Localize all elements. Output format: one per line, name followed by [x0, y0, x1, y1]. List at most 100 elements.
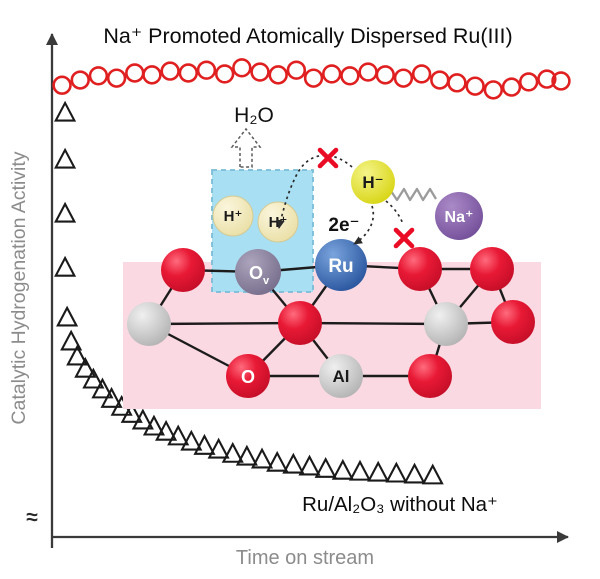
data-point: [430, 70, 450, 90]
data-point: [54, 201, 77, 223]
alumina-lattice-atoms: O Al Ov Ru: [127, 239, 535, 398]
data-point: [340, 66, 360, 86]
data-point: [250, 447, 274, 469]
data-point: [403, 462, 426, 484]
oxygen-atom: [161, 248, 205, 292]
sodium-label: Na⁺: [445, 209, 474, 226]
data-point: [66, 344, 89, 366]
data-point: [88, 66, 109, 86]
data-point: [167, 424, 190, 446]
h2o-label: H₂O: [234, 104, 274, 127]
data-point: [235, 444, 258, 466]
data-point: [74, 356, 97, 378]
data-point: [178, 63, 199, 83]
proton-2-label: H⁺: [269, 214, 288, 231]
aluminum-atom: [424, 302, 468, 346]
data-point: [375, 65, 395, 85]
series-layer: [52, 58, 571, 485]
data-point: [551, 71, 571, 91]
oxygen-atom: [470, 247, 514, 291]
hydride-label: H⁻: [362, 173, 383, 192]
aluminum-atom: [127, 302, 171, 346]
data-point: [142, 65, 162, 85]
data-point: [100, 386, 123, 408]
oxygen-atom: [491, 300, 535, 344]
data-point: [250, 62, 270, 82]
data-point: [411, 64, 432, 84]
data-point: [286, 60, 307, 80]
data-point: [120, 401, 143, 423]
data-point: [358, 62, 378, 82]
x-axis-label: Time on stream: [236, 547, 374, 569]
data-point: [54, 255, 77, 277]
data-point: [421, 463, 444, 485]
data-point: [314, 456, 337, 478]
data-point: [348, 459, 372, 481]
data-point: [537, 69, 557, 89]
data-point: [193, 433, 216, 455]
data-point: [125, 63, 145, 83]
aluminum-atom-labeled: [319, 354, 363, 398]
blocked-cross-1: [317, 147, 339, 169]
data-point: [106, 68, 127, 88]
data-point: [483, 80, 504, 100]
data-point: [501, 77, 522, 97]
unpromoted-series-label: Ru/Al₂O₃ without Na⁺: [302, 493, 498, 516]
data-point: [221, 441, 244, 463]
data-point: [142, 414, 166, 436]
data-point: [60, 329, 83, 351]
data-point: [232, 58, 252, 78]
data-point: [54, 147, 77, 169]
data-point: [447, 73, 467, 93]
na-h-interaction-spring: [390, 187, 437, 202]
hydride-ion: [351, 160, 395, 204]
blocked-path-trace: [385, 200, 404, 225]
y-axis-label: Catalytic Hydrogenation Activity: [8, 151, 30, 424]
series-circle-open: [52, 58, 571, 100]
data-point: [160, 61, 180, 81]
oxygen-atom: [278, 301, 322, 345]
data-point: [385, 461, 408, 483]
axes: ≈ Catalytic Hydrogenation Activity Time …: [8, 33, 569, 569]
data-point: [52, 75, 72, 95]
data-point: [56, 305, 79, 327]
data-point: [196, 60, 217, 80]
two-electron-label: 2e⁻: [328, 215, 359, 236]
data-point: [393, 68, 414, 88]
sodium-ion: [435, 192, 483, 240]
ruthenium-label: Ru: [328, 256, 353, 277]
data-point: [331, 458, 354, 480]
data-point: [465, 76, 485, 96]
oxygen-vacancy-label: Ov: [249, 263, 270, 287]
figure-title: Na⁺ Promoted Atomically Dispersed Ru(III…: [103, 24, 512, 48]
hydride-migration-arrow: [276, 154, 353, 229]
blocked-cross-2: [393, 227, 415, 249]
data-point: [282, 452, 305, 474]
data-point: [322, 64, 342, 84]
data-point: [518, 72, 539, 92]
data-point: [268, 65, 288, 85]
proton-1: [212, 195, 254, 237]
data-point: [131, 408, 154, 430]
oxygen-atom-labeled: [226, 354, 270, 398]
data-point: [266, 450, 289, 472]
data-point: [367, 460, 390, 482]
water-release-arrow: [230, 127, 262, 168]
data-point: [155, 419, 178, 441]
data-point: [180, 429, 203, 451]
oxygen-label: O: [241, 367, 255, 387]
oxygen-atom: [398, 247, 442, 291]
oxygen-atom: [408, 354, 452, 398]
data-point: [54, 100, 77, 122]
data-point: [298, 454, 321, 476]
data-point: [91, 377, 114, 399]
data-point: [207, 437, 230, 459]
aluminum-label: Al: [333, 367, 350, 386]
ruthenium-atom: [315, 239, 367, 291]
data-point: [214, 64, 235, 84]
data-point: [70, 70, 90, 90]
axis-break: ≈: [26, 506, 38, 529]
data-point: [82, 367, 105, 389]
